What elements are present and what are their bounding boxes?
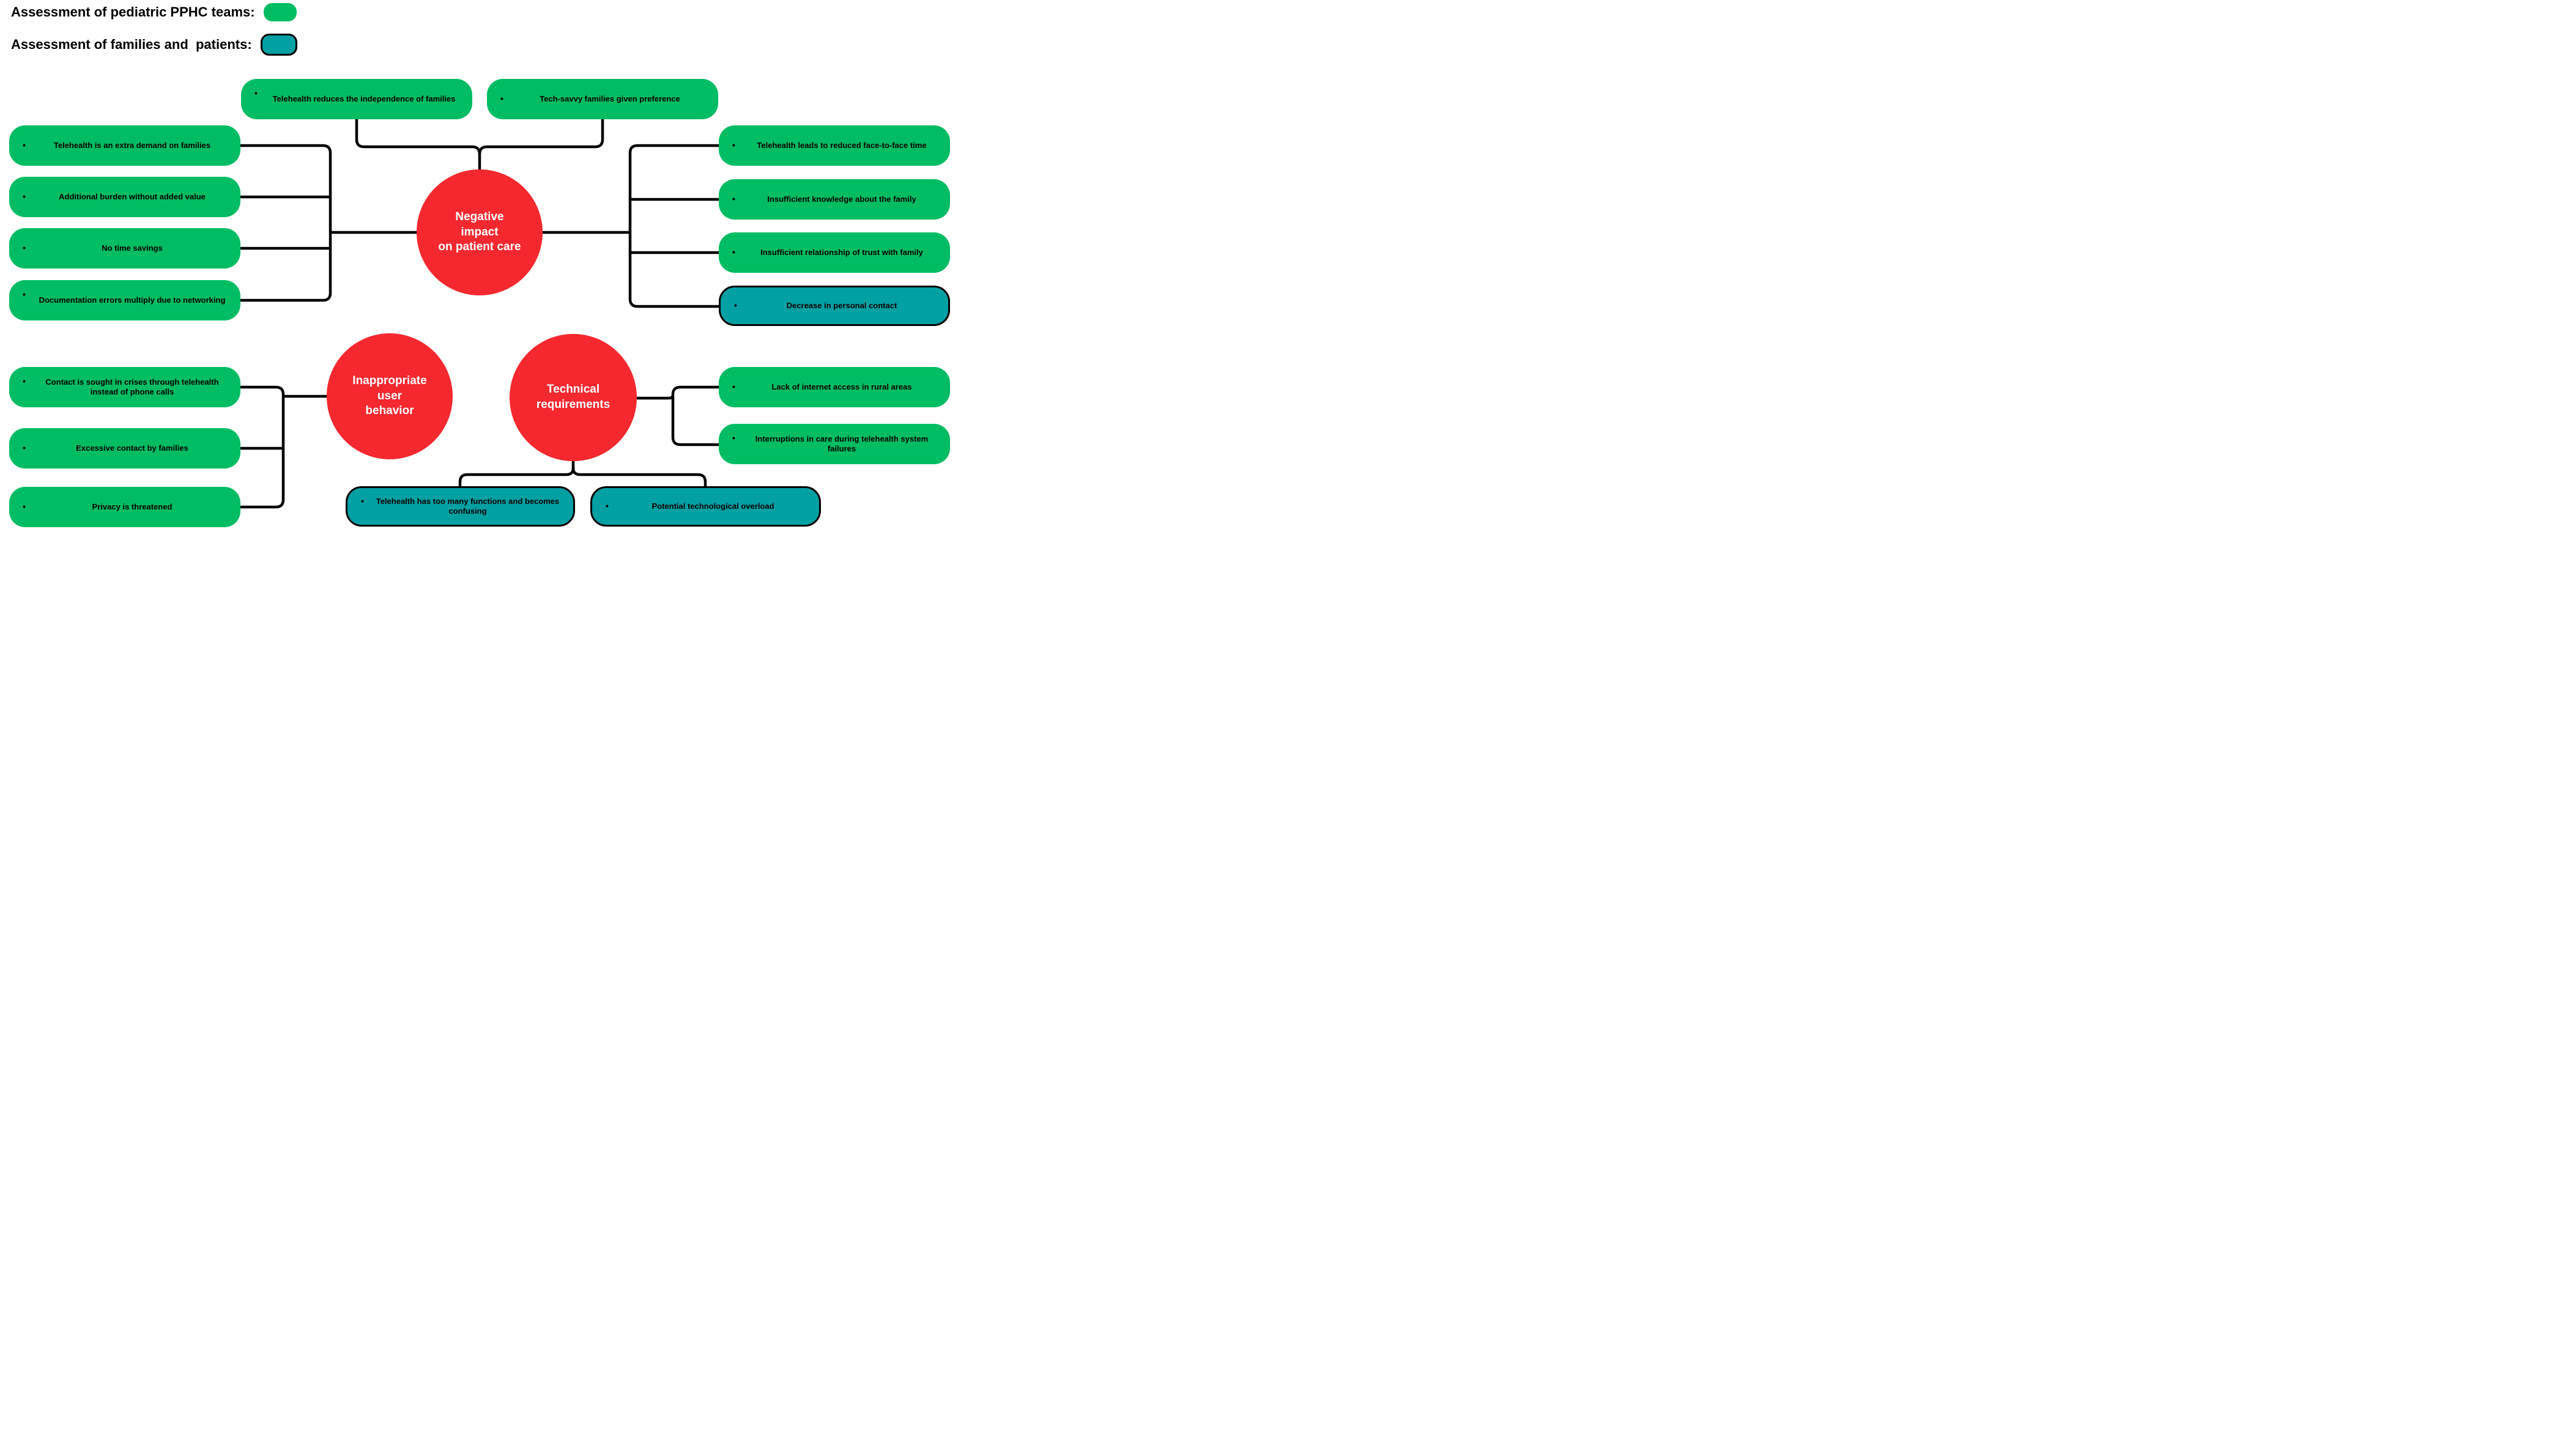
factor-label: Excessive contact by families bbox=[76, 443, 188, 453]
diagram-canvas: Assessment of pediatric PPHC teams: Asse… bbox=[0, 0, 959, 538]
bullet-icon: • bbox=[734, 300, 737, 311]
box-technological-overload: • Potential technological overload bbox=[590, 486, 821, 527]
factor-label: Insufficient relationship of trust with … bbox=[760, 247, 923, 257]
factor-label: Privacy is threatened bbox=[92, 502, 173, 511]
circle-technical-requirements: Technical requirements bbox=[510, 334, 637, 461]
box-no-time-savings: • No time savings bbox=[9, 228, 240, 268]
box-contact-in-crises: • Contact is sought in crises through te… bbox=[9, 367, 240, 407]
bullet-icon: • bbox=[732, 194, 735, 204]
circle-label-line: requirements bbox=[536, 398, 611, 411]
bullet-icon: • bbox=[23, 140, 26, 150]
factor-label: Telehealth reduces the independence of f… bbox=[272, 94, 456, 103]
box-reduces-independence: • Telehealth reduces the independence of… bbox=[241, 79, 472, 119]
bullet-icon: • bbox=[732, 432, 735, 443]
box-extra-demand: • Telehealth is an extra demand on famil… bbox=[9, 125, 240, 166]
circle-label-line: Technical bbox=[546, 383, 600, 396]
box-excessive-contact: • Excessive contact by families bbox=[9, 428, 240, 468]
bullet-icon: • bbox=[23, 443, 26, 453]
factor-label: Telehealth has too many functions and be… bbox=[376, 496, 560, 516]
bullet-icon: • bbox=[23, 243, 26, 253]
factor-label: Telehealth is an extra demand on familie… bbox=[53, 140, 211, 150]
box-insufficient-knowledge: • Insufficient knowledge about the famil… bbox=[719, 179, 950, 220]
bullet-icon: • bbox=[732, 247, 735, 257]
factor-label: Interruptions in care during telehealth … bbox=[755, 434, 929, 453]
box-lack-internet-access: • Lack of internet access in rural areas bbox=[719, 367, 950, 407]
circle-label-line: Negative bbox=[455, 210, 504, 223]
legend-label-families: Assessment of families and patients: bbox=[11, 37, 252, 52]
circle-label-line: on patient care bbox=[438, 240, 521, 254]
box-interruptions-in-care: • Interruptions in care during telehealt… bbox=[719, 424, 950, 464]
circle-label-line: Inappropriate bbox=[352, 374, 427, 387]
legend-item-teams: Assessment of pediatric PPHC teams: bbox=[11, 2, 297, 22]
box-decrease-personal-contact: • Decrease in personal contact bbox=[719, 286, 950, 326]
circle-negative-impact: Negative impact on patient care bbox=[417, 169, 543, 295]
legend-label-teams: Assessment of pediatric PPHC teams: bbox=[11, 4, 255, 20]
legend-item-families: Assessment of families and patients: bbox=[11, 34, 297, 56]
box-reduced-face-to-face: • Telehealth leads to reduced face-to-fa… bbox=[719, 125, 950, 166]
factor-label: Additional burden without added value bbox=[59, 191, 206, 201]
circle-label-line: impact bbox=[461, 225, 499, 239]
factor-label: Telehealth leads to reduced face-to-face… bbox=[757, 140, 927, 150]
bullet-icon: • bbox=[23, 191, 26, 202]
box-privacy-threatened: • Privacy is threatened bbox=[9, 487, 240, 527]
bullet-icon: • bbox=[23, 289, 26, 299]
team-color-swatch bbox=[263, 3, 297, 21]
box-tech-savvy-preference: • Tech-savvy families given preference bbox=[487, 79, 718, 119]
box-insufficient-trust: • Insufficient relationship of trust wit… bbox=[719, 232, 950, 273]
box-documentation-errors: • Documentation errors multiply due to n… bbox=[9, 280, 240, 320]
bullet-icon: • bbox=[732, 382, 735, 392]
legend: Assessment of pediatric PPHC teams: Asse… bbox=[11, 2, 297, 67]
factor-label: Documentation errors multiply due to net… bbox=[39, 295, 226, 305]
factor-label: Tech-savvy families given preference bbox=[540, 94, 680, 103]
bullet-icon: • bbox=[732, 140, 735, 150]
connector-lines bbox=[240, 119, 719, 509]
bullet-icon: • bbox=[23, 502, 26, 512]
bullet-icon: • bbox=[606, 501, 609, 511]
circle-label-line: user bbox=[377, 389, 403, 402]
bullet-icon: • bbox=[23, 376, 26, 386]
factor-label: Potential technological overload bbox=[651, 501, 774, 511]
circle-label-line: behavior bbox=[365, 404, 414, 418]
family-color-swatch bbox=[260, 34, 297, 56]
factor-label: Contact is sought in crises through tele… bbox=[45, 377, 219, 396]
circle-inappropriate-user-behavior: Inappropriate user behavior bbox=[327, 333, 453, 459]
factor-label: Lack of internet access in rural areas bbox=[771, 382, 912, 391]
factor-label: Decrease in personal contact bbox=[786, 300, 897, 310]
bullet-icon: • bbox=[254, 87, 258, 98]
bullet-icon: • bbox=[361, 495, 364, 506]
bullet-icon: • bbox=[500, 94, 503, 104]
box-additional-burden: • Additional burden without added value bbox=[9, 177, 240, 217]
factor-label: No time savings bbox=[102, 243, 163, 253]
factor-label: Insufficient knowledge about the family bbox=[767, 194, 916, 204]
box-too-many-functions: • Telehealth has too many functions and … bbox=[346, 486, 575, 527]
